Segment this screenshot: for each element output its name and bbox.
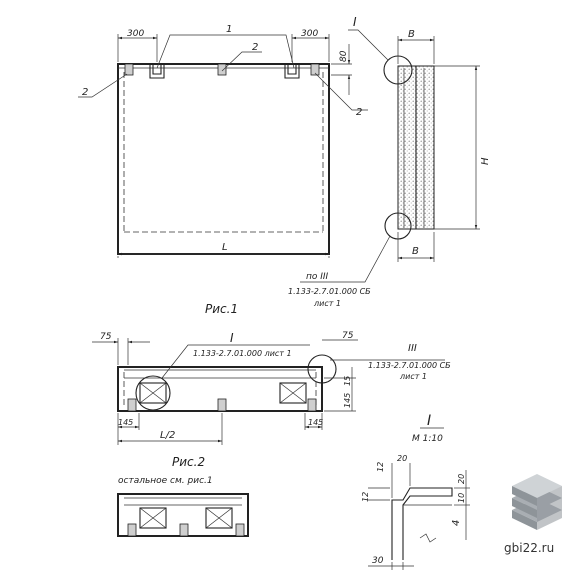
fig2-section-I: I xyxy=(230,331,234,345)
watermark: gbi22.ru xyxy=(504,474,562,555)
detail-dim-12-top: 12 xyxy=(376,462,385,472)
ref-code: 1.133-2.7.01.000 СБ xyxy=(288,287,371,296)
dim-300-right: 300 xyxy=(301,29,318,39)
detail-dim-20-right: 20 xyxy=(457,474,466,484)
fig2-ref3-code: 1.133-2.7.01.000 СБ xyxy=(368,361,451,370)
fig2-bottom-view xyxy=(117,493,249,537)
insert-right xyxy=(310,63,320,76)
ref-title: по III xyxy=(306,272,329,282)
section-mark-I: I xyxy=(353,15,357,29)
fig1-front-view: 300 300 80 1 2 2 2 L xyxy=(78,24,368,258)
fig2-dim-half: L/2 xyxy=(160,430,175,441)
detail-dim-20-top: 20 xyxy=(397,454,407,463)
detail-dim-h: 4 xyxy=(451,520,462,526)
detail-dim-30: 30 xyxy=(372,556,384,566)
watermark-logo-icon xyxy=(512,474,562,530)
ref-sheet: лист 1 xyxy=(313,299,341,308)
loop-pocket-left xyxy=(139,382,167,404)
fig2-ref3-mark: III xyxy=(408,343,417,354)
fig2-ref3-sheet: лист 1 xyxy=(399,372,427,381)
dim-B-bottom: B xyxy=(412,246,419,257)
detail-scale: М 1:10 xyxy=(412,434,443,444)
dim-80: 80 xyxy=(339,50,349,62)
callout-III-fig2 xyxy=(307,354,337,384)
loop-left xyxy=(149,64,165,79)
fig2-dim-75-left: 75 xyxy=(100,332,112,342)
detail-title: I xyxy=(427,413,431,429)
leader-1: 1 xyxy=(226,24,232,35)
fig2-subcaption: остальное см. рис.1 xyxy=(118,476,213,486)
watermark-text: gbi22.ru xyxy=(504,541,554,555)
loop-right xyxy=(284,64,300,79)
fig1-side-view: H I B B по III 1.133-2.7.01.000 СБ лист … xyxy=(205,15,491,316)
dim-L: L xyxy=(222,242,228,253)
insert-left xyxy=(124,63,134,76)
leader-2b: 2 xyxy=(82,87,88,98)
dim-B-top: B xyxy=(408,29,415,40)
loop-pocket-right xyxy=(279,382,307,404)
detail-dim-10-right: 10 xyxy=(457,493,466,503)
fig2-dim-15: 15 xyxy=(343,376,352,386)
insert-mid xyxy=(217,63,227,76)
leader-2a: 2 xyxy=(252,42,258,53)
fig2-dim-145-right: 145 xyxy=(308,418,323,427)
fig1-caption: Рис.1 xyxy=(205,302,238,316)
fig2-ref1: 1.133-2.7.01.000 лист 1 xyxy=(193,349,292,358)
fig2-dim-145-v: 145 xyxy=(343,393,352,408)
detail-I: I М 1:10 20 12 12 20 10 4 30 xyxy=(361,413,470,570)
fig2-dim-145-left: 145 xyxy=(118,418,133,427)
leader-2c: 2 xyxy=(356,107,362,118)
dim-300-left: 300 xyxy=(127,29,144,39)
fig2-top-view: I 1.133-2.7.01.000 лист 1 III 1.133-2.7.… xyxy=(92,331,451,486)
fig2-dim-75-right: 75 xyxy=(342,331,354,341)
callout-I-fig2 xyxy=(135,375,171,411)
detail-dim-12-left: 12 xyxy=(361,492,370,502)
fig2-caption: Рис.2 xyxy=(172,455,205,469)
dim-H: H xyxy=(480,157,491,165)
